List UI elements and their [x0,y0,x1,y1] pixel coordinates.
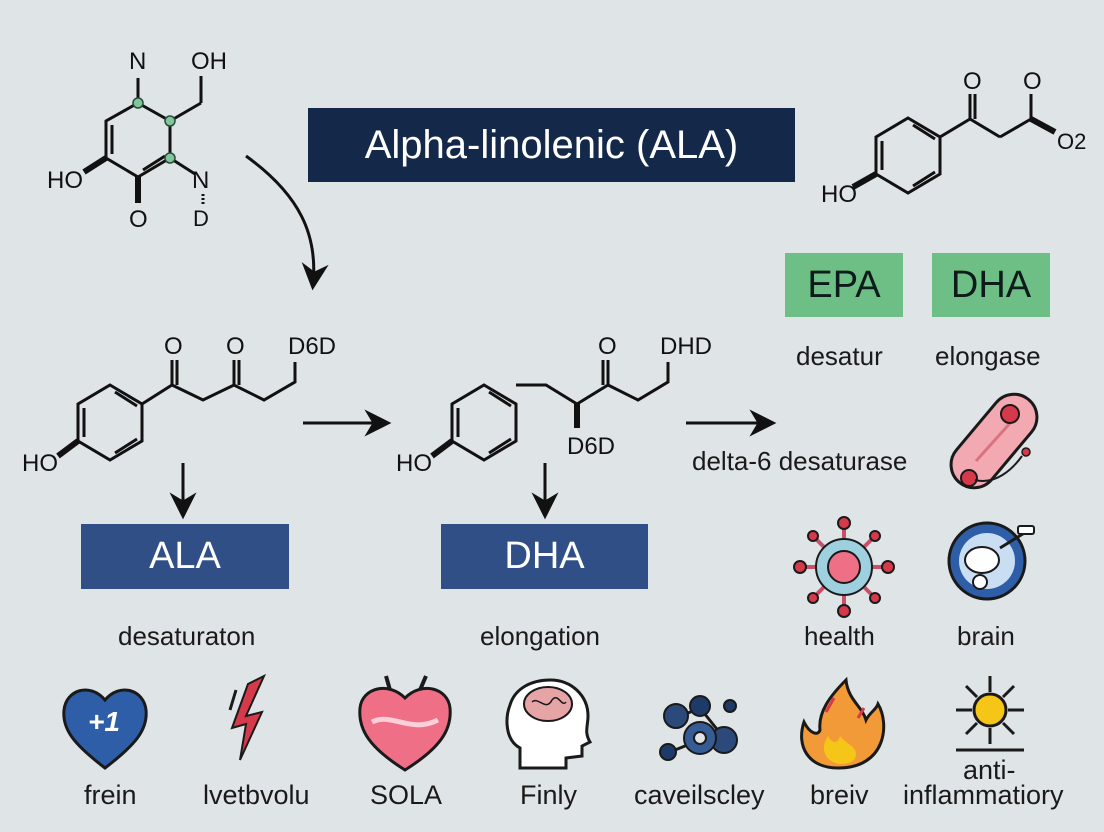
bottom-label-6: breiv [810,780,869,810]
atom-o-bottom: O [129,206,148,233]
sun-icon [956,676,1024,752]
atom-ho-tr: HO [821,181,857,208]
atom-ho-mr: HO [396,450,432,477]
curved-arrow [245,154,329,291]
bottom-label-4: Finly [520,780,578,810]
atom-o-ml-1: O [164,333,183,360]
title-text: Alpha-linolenic (ALA) [364,122,739,167]
middle-right-molecule [430,360,670,462]
dha-green-label: DHA [950,263,1032,306]
dha-blue-box: DHA [441,524,648,589]
top-left-molecule [82,76,205,206]
title-banner: Alpha-linolenic (ALA) [308,108,795,182]
health-label: health [804,621,875,651]
desaturaton-label: desaturaton [118,621,256,651]
cell-icon [793,516,895,618]
brain-label: brain [957,621,1015,651]
flame-icon [800,676,886,770]
elongation-label: elongation [480,621,600,651]
epa-label: EPA [807,263,881,306]
heart-plus-icon [62,688,148,770]
dha-blue-label: DHA [504,535,585,577]
elongase-label: elongase [935,341,1041,371]
atom-d6d-ml: D6D [288,333,337,360]
bottom-label-3: SOLA [370,780,443,810]
molecule-cluster-icon [659,695,738,761]
atom-oh: OH [191,48,227,75]
atom-n-top: N [129,48,147,75]
bottom-label-8: inflammatiory [903,780,1064,810]
atom-o-tr-1: O [963,68,982,95]
atom-o-ml-2: O [226,333,245,360]
heart-badge-text: +1 [88,706,120,737]
atom-o-mr: O [598,333,617,360]
dha-green-box: DHA [932,253,1050,317]
atom-o-tr-2: O [1023,68,1042,95]
middle-left-molecule [56,360,297,462]
heart-icon [358,675,452,772]
head-brain-icon [505,678,593,770]
atom-d: D [193,206,209,231]
delta-6-desaturase-label: delta-6 desaturase [692,446,908,476]
bottom-label-2: lvetbvolu [203,780,310,810]
atom-o2-label: O2 [1057,129,1087,154]
top-right-molecule [851,94,1057,195]
atom-d6d-mr: D6D [567,433,616,460]
lightning-icon [228,673,267,761]
ala-box: ALA [81,524,289,589]
atom-n-right: N [192,167,210,194]
atom-dhd: DHD [660,333,712,360]
lab-icon [947,521,1035,601]
bottom-label-1: frein [84,780,137,810]
bottom-label-5: caveilscley [634,780,765,810]
ala-label: ALA [149,535,221,577]
atom-ho-ml: HO [22,450,58,477]
capsule-icon [949,392,1039,490]
desatur-label: desatur [796,341,883,371]
epa-box: EPA [785,253,903,317]
bottom-label-7: anti- [963,755,1016,785]
atom-ho: HO [47,167,83,194]
